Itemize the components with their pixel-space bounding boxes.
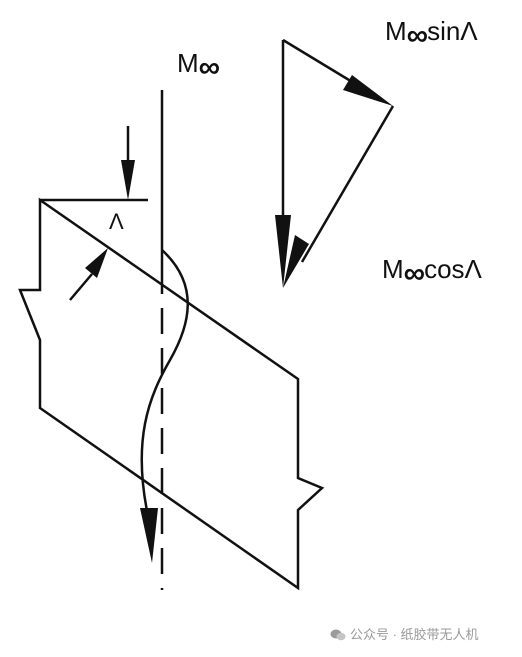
infinity-symbol: ∞ xyxy=(406,19,428,52)
wechat-icon xyxy=(330,629,346,641)
infinity-symbol: ∞ xyxy=(198,51,220,84)
wing-outline xyxy=(18,197,325,591)
label-cos-component: M∞cosΛ xyxy=(382,254,482,290)
watermark-text: 公众号 · 纸胶带无人机 xyxy=(350,627,479,642)
vector-cos-component xyxy=(300,105,395,263)
arrowhead-sin-icon xyxy=(343,75,393,106)
angle-arrowhead-top-icon xyxy=(121,160,135,200)
label-sweep-angle: Λ xyxy=(109,209,124,234)
infinity-symbol: ∞ xyxy=(403,257,425,290)
angle-arrowhead-bottom-icon xyxy=(85,248,108,278)
label-sin-component: M∞sinΛ xyxy=(385,16,478,52)
arrowhead-free-stream-icon xyxy=(275,215,291,288)
watermark: 公众号 · 纸胶带无人机 xyxy=(330,624,479,643)
label-free-stream-mach: M∞ xyxy=(177,48,220,84)
streamline xyxy=(140,249,189,526)
arrowhead-cos-icon xyxy=(283,235,309,288)
arrowhead-streamline-icon xyxy=(140,508,158,563)
angle-arrow-bottom-shaft xyxy=(69,273,93,301)
